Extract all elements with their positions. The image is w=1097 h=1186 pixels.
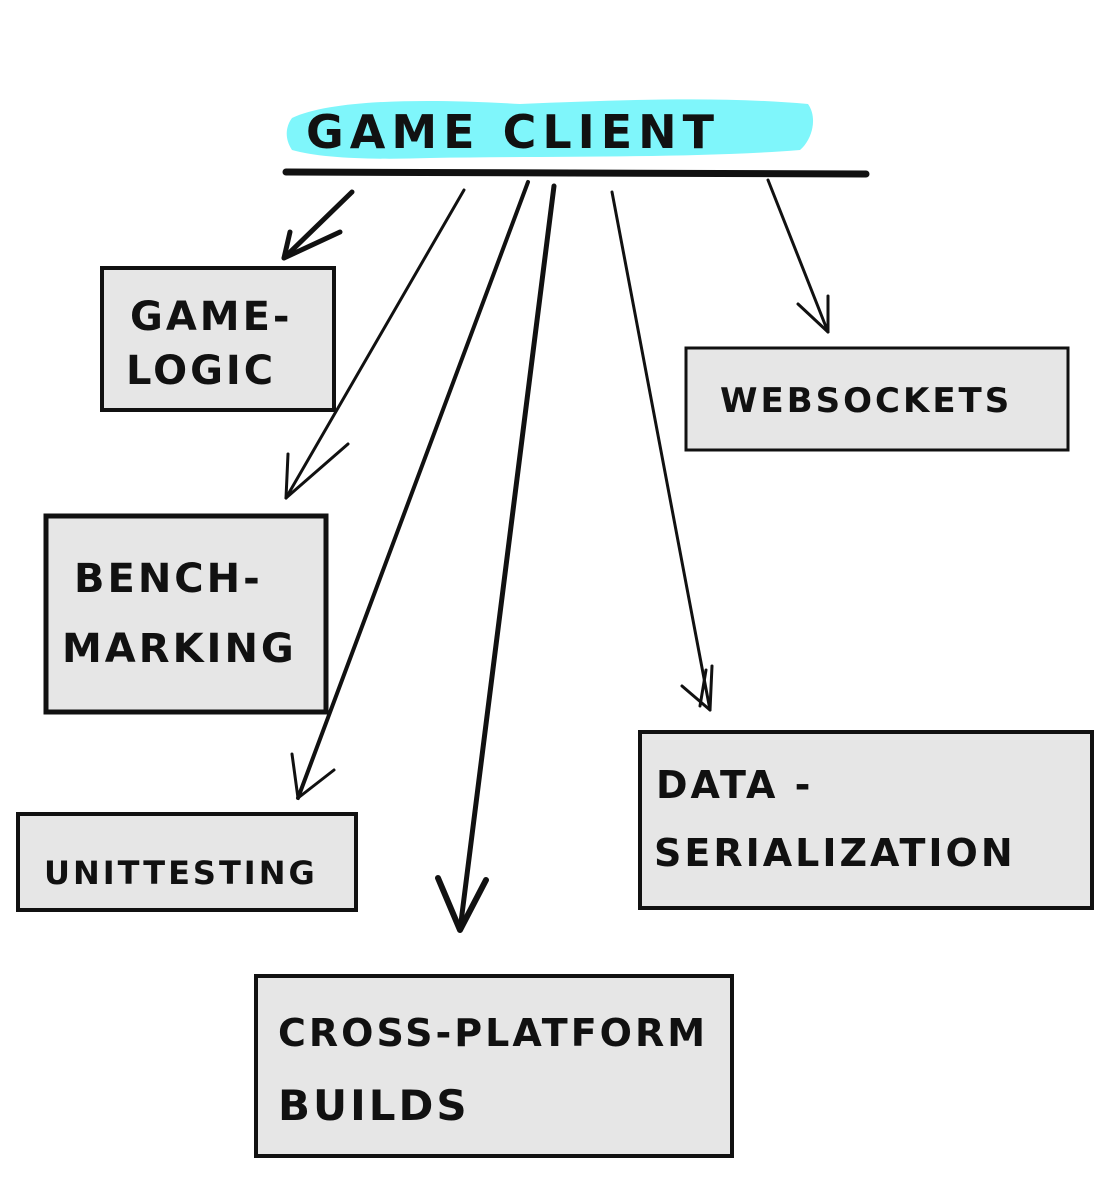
node-label-line1: GAME- [130, 294, 293, 340]
arrow-unittesting [290, 180, 530, 800]
node-label-line1: WEBSOCKETS [720, 381, 1012, 421]
title-group: GAME CLIENT [282, 99, 870, 178]
node-label-line2: SERIALIZATION [654, 831, 1016, 875]
node-benchmarking: BENCH- MARKING [43, 513, 329, 715]
node-label-line2: LOGIC [126, 348, 276, 394]
arrow-websockets [766, 178, 830, 334]
node-label-line1: BENCH- [74, 556, 263, 602]
arrow-benchmarking [284, 188, 466, 500]
node-box [254, 974, 734, 1158]
node-cross-platform: CROSS-PLATFORM BUILDS [254, 974, 734, 1158]
node-box [100, 266, 336, 412]
node-unittesting: UNITTESTING [16, 812, 358, 912]
arrow-cross-platform [435, 183, 557, 933]
node-label-line2: MARKING [62, 626, 297, 672]
node-data-serialization: DATA - SERIALIZATION [638, 730, 1094, 910]
node-box [43, 513, 329, 715]
node-label-line2: BUILDS [278, 1081, 470, 1130]
node-label-line1: UNITTESTING [44, 854, 318, 892]
node-label-line1: DATA - [656, 763, 813, 807]
title-underline [282, 168, 870, 178]
arrows [281, 178, 830, 933]
title-highlight [286, 99, 814, 159]
node-game-logic: GAME- LOGIC [100, 266, 336, 412]
node-websockets: WEBSOCKETS [684, 346, 1070, 452]
title-text: GAME CLIENT [306, 105, 720, 159]
arrow-data-serialization [610, 190, 714, 712]
node-box [16, 812, 358, 912]
node-label-line1: CROSS-PLATFORM [278, 1011, 708, 1055]
node-box [638, 730, 1094, 910]
arrow-game-logic [281, 189, 355, 261]
node-box [684, 346, 1070, 452]
